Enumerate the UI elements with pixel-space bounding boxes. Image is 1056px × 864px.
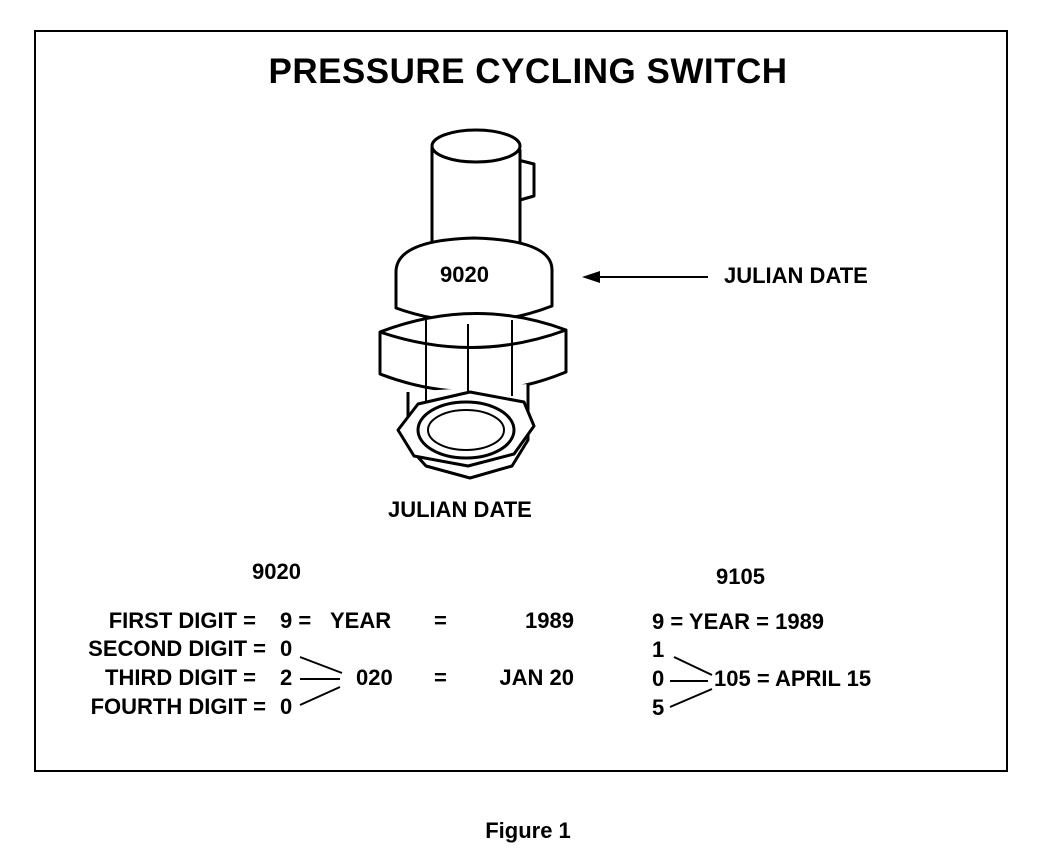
pressure-switch-drawing xyxy=(378,128,568,480)
left-digit-connectors xyxy=(299,656,343,706)
digit-value-first: 9 = xyxy=(280,608,312,633)
digit-value-fourth: 0 xyxy=(280,694,293,719)
right-digit-third: 0 xyxy=(652,666,665,691)
digit-value-third: 2 xyxy=(280,665,293,690)
right-result: 105 = APRIL 15 xyxy=(714,666,872,691)
day-value: JAN 20 xyxy=(499,665,574,690)
right-year-line: 9 = YEAR = 1989 xyxy=(652,609,825,634)
julian-date-callout: JULIAN DATE xyxy=(724,263,868,288)
switch-date-stamp: 9020 xyxy=(440,262,489,287)
figure-title: PRESSURE CYCLING SWITCH xyxy=(268,52,788,91)
year-value: 1989 xyxy=(525,608,574,633)
year-word: YEAR xyxy=(330,608,392,633)
digit-value-second: 0 xyxy=(280,636,293,661)
section-heading: JULIAN DATE xyxy=(388,497,532,522)
equals-day: = xyxy=(434,665,447,690)
figure-caption: Figure 1 xyxy=(485,818,571,843)
right-digit-connectors xyxy=(669,656,713,708)
julian-date-arrow xyxy=(582,271,708,283)
right-digit-second: 1 xyxy=(652,637,665,662)
digit-label-second: SECOND DIGIT = xyxy=(88,636,266,661)
left-code: 9020 xyxy=(252,559,301,584)
right-digit-fourth: 5 xyxy=(652,695,665,720)
day-code: 020 xyxy=(356,665,393,690)
right-code: 9105 xyxy=(716,564,765,589)
figure-frame xyxy=(34,30,1008,772)
equals-year: = xyxy=(434,608,447,633)
digit-label-first: FIRST DIGIT = xyxy=(108,608,256,633)
digit-label-third: THIRD DIGIT = xyxy=(105,665,256,690)
digit-label-fourth: FOURTH DIGIT = xyxy=(90,694,266,719)
